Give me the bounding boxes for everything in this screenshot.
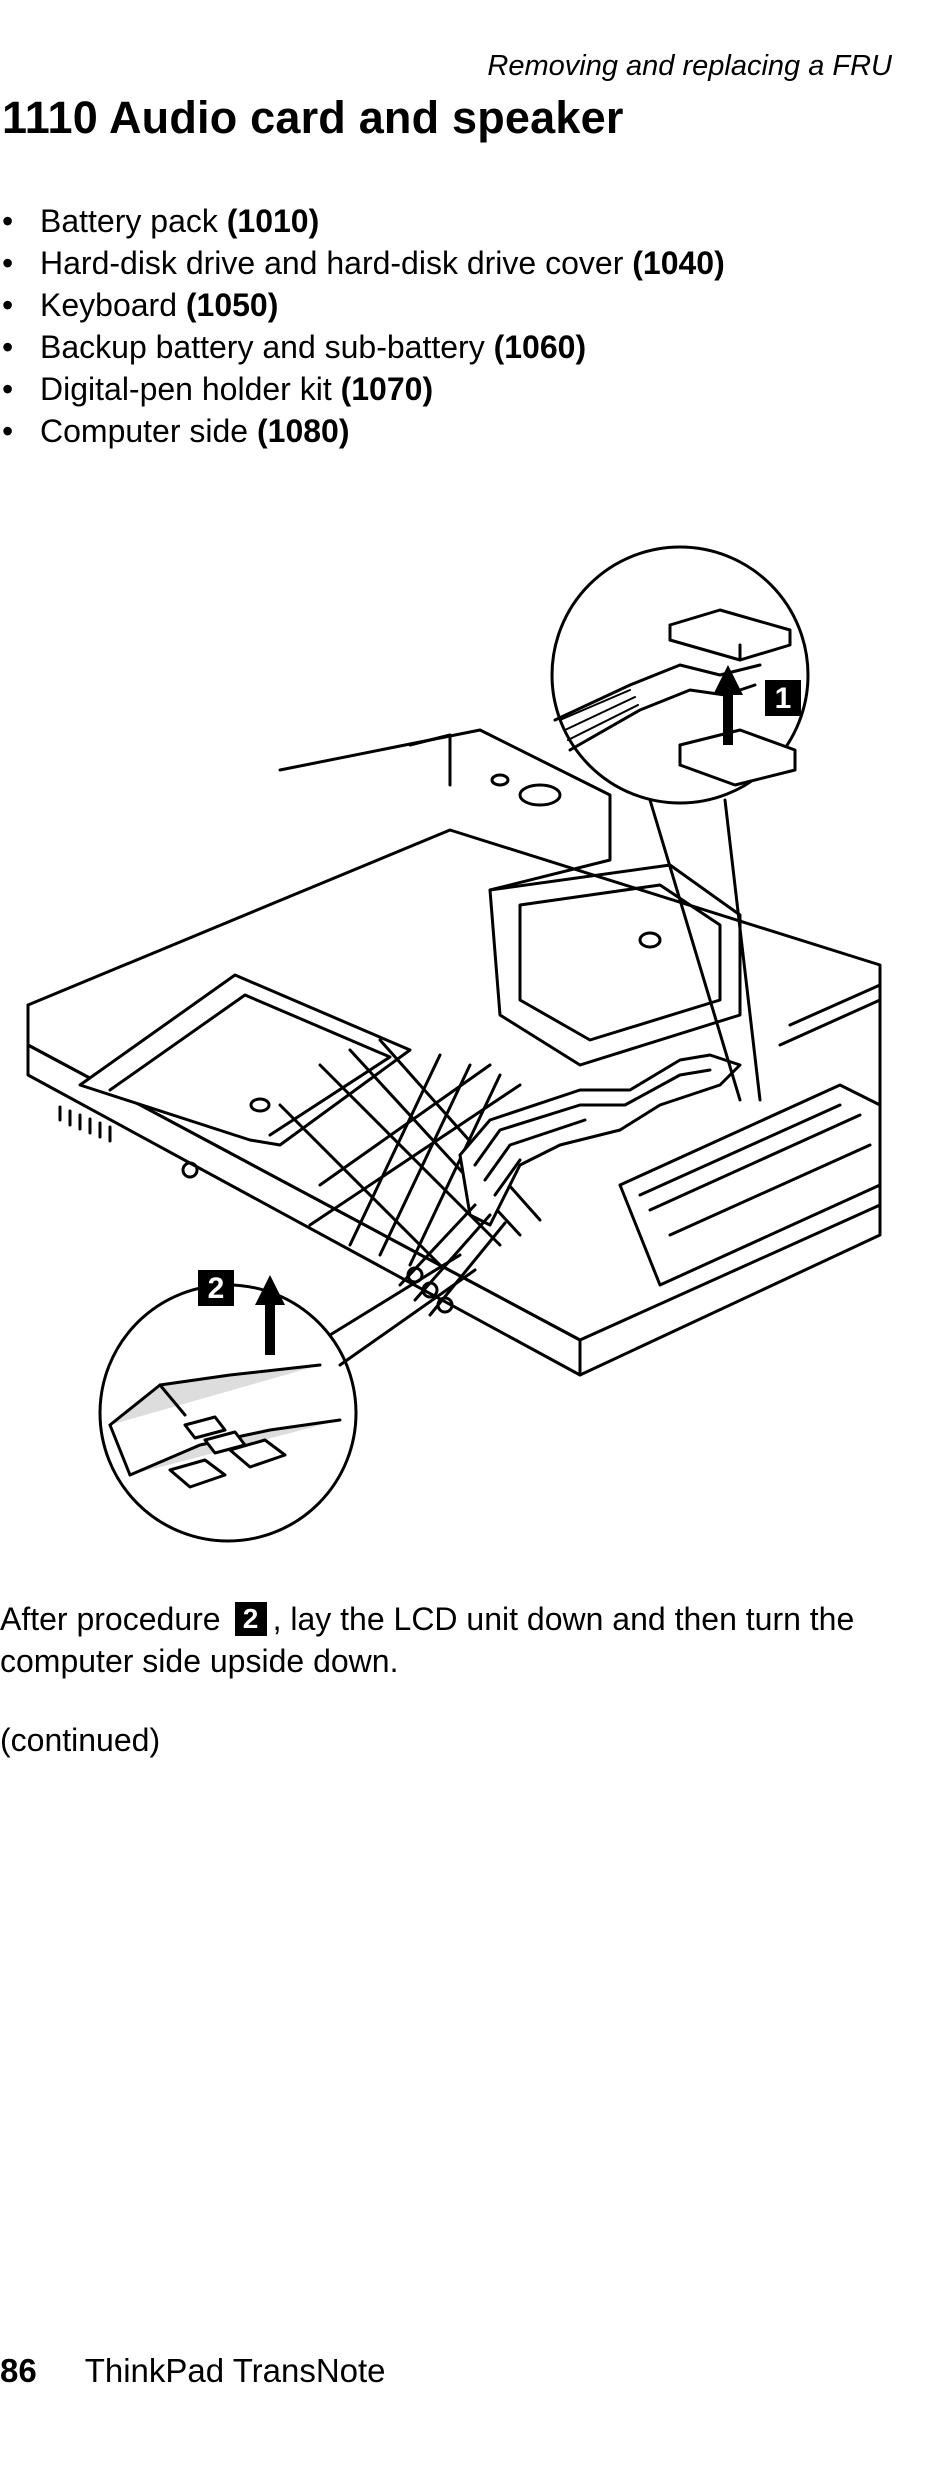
callout-2-arrow <box>255 1275 285 1355</box>
procedure-after: , lay the LCD unit down and then turn th… <box>0 1601 855 1679</box>
prereq-ref: (1010) <box>226 203 320 239</box>
callout-2-badge <box>198 1270 234 1306</box>
bullet: • <box>2 413 14 449</box>
prereq-text: Computer side <box>40 413 249 449</box>
cable-lines <box>398 1203 507 1317</box>
prereq-text: Battery pack <box>40 203 218 239</box>
ribbon-traces <box>278 1038 542 1267</box>
list-item: • Battery pack (1010) <box>0 200 725 242</box>
prereq-text: Digital-pen holder kit <box>40 371 332 407</box>
list-item: • Backup battery and sub-battery (1060) <box>0 326 725 368</box>
right-tray <box>618 1083 882 1287</box>
list-item: • Computer side (1080) <box>0 410 725 452</box>
speaker-grille <box>58 1105 112 1143</box>
callout-2-connector <box>183 1415 227 1440</box>
bullet: • <box>2 329 14 365</box>
callout-1-arrow <box>713 665 743 745</box>
prereq-text: Backup battery and sub-battery <box>40 329 485 365</box>
list-item: • Keyboard (1050) <box>0 284 725 326</box>
bullet: • <box>2 371 14 407</box>
procedure-before: After procedure <box>0 1601 221 1637</box>
audio-card-removal-illustration: 1 2 <box>26 545 882 1543</box>
prereq-ref: (1080) <box>256 413 350 449</box>
palm-rest-panel <box>78 973 412 1147</box>
callout-2-leader <box>328 1253 477 1367</box>
prereq-ref: (1070) <box>340 371 434 407</box>
bullet: • <box>2 245 14 281</box>
page-footer: 86 ThinkPad TransNote <box>0 2352 386 2390</box>
continued-note: (continued) <box>0 1722 161 1758</box>
prereq-ref: (1050) <box>185 287 279 323</box>
page-number: 86 <box>0 2352 37 2389</box>
callout-2-label: 2 <box>208 1272 225 1305</box>
list-item: • Digital-pen holder kit (1070) <box>0 368 725 410</box>
page-title: 1110 Audio card and speaker <box>2 92 624 143</box>
step-badge: 2 <box>234 1602 267 1636</box>
callout-1-label: 1 <box>775 682 792 715</box>
prereq-ref: (1040) <box>632 245 725 281</box>
callout-2-block-a <box>228 1438 287 1469</box>
callout-1-badge <box>765 680 801 716</box>
prereq-text: Keyboard <box>40 287 177 323</box>
callout-2-block-b <box>168 1458 227 1489</box>
book-title: ThinkPad TransNote <box>84 2352 386 2389</box>
bullet: • <box>2 203 14 239</box>
list-item: • Hard-disk drive and hard-disk drive cov… <box>0 242 725 284</box>
prerequisite-list: • Battery pack (1010) • Hard-disk drive an… <box>0 200 725 452</box>
prereq-ref: (1060) <box>493 329 587 365</box>
running-head: Removing and replacing a FRU <box>487 50 892 82</box>
prereq-text: Hard-disk drive and hard-disk drive cove… <box>40 245 624 281</box>
bullet: • <box>2 287 14 323</box>
procedure-text: After procedure 2, lay the LCD unit down … <box>0 1598 900 1682</box>
callout-1-leader <box>648 798 762 1102</box>
audio-flex-cable <box>458 1053 742 1227</box>
